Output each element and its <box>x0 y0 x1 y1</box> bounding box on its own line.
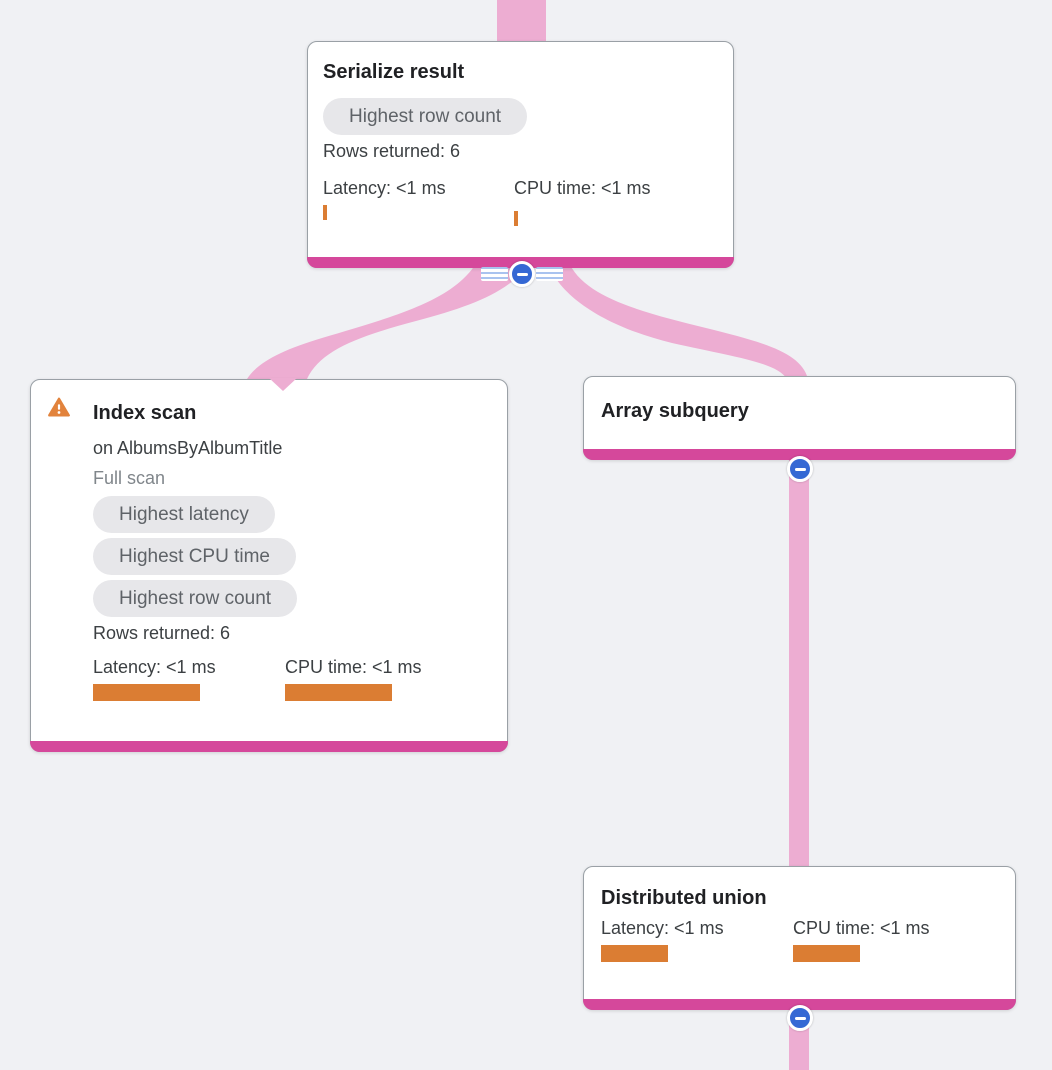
edge-array-subquery-to-distributed-union <box>789 458 809 868</box>
node-accent-bar <box>583 449 1016 460</box>
node-serialize-result[interactable]: Serialize result Highest row count Rows … <box>307 41 734 268</box>
node-array-subquery[interactable]: Array subquery <box>583 376 1016 460</box>
node-title: Index scan <box>93 402 197 424</box>
latency-label: Latency: <1 ms <box>323 178 446 198</box>
node-distributed-union[interactable]: Distributed union Latency: <1 ms CPU tim… <box>583 866 1016 1010</box>
edge-stripes-icon <box>536 267 563 281</box>
node-title: Array subquery <box>601 400 749 422</box>
cpu-label: CPU time: <1 ms <box>285 657 422 677</box>
node-index-scan[interactable]: Index scan on AlbumsByAlbumTitle Full sc… <box>30 379 508 752</box>
cpu-bar <box>514 211 518 226</box>
node-accent-bar <box>583 999 1016 1010</box>
minus-circle-icon <box>787 456 813 482</box>
rows-returned-text: Rows returned: 6 <box>323 141 461 161</box>
collapse-button-distributed-union[interactable] <box>787 1005 813 1031</box>
cpu-bar <box>285 684 392 701</box>
latency-metric: Latency: <1 ms <box>601 918 724 962</box>
cpu-label: CPU time: <1 ms <box>514 178 651 198</box>
node-title: Distributed union <box>601 887 767 909</box>
edge-stripes-icon <box>481 267 508 281</box>
collapse-button-array-subquery[interactable] <box>787 456 813 482</box>
latency-label: Latency: <1 ms <box>601 918 724 938</box>
cpu-metric: CPU time: <1 ms <box>514 178 651 226</box>
latency-bar <box>323 205 327 220</box>
collapse-button-serialize-result[interactable] <box>481 261 563 287</box>
latency-metric: Latency: <1 ms <box>323 178 446 220</box>
latency-label: Latency: <1 ms <box>93 657 216 677</box>
badge-highest-cpu-time: Highest CPU time <box>93 538 296 575</box>
cpu-bar <box>793 945 860 962</box>
cpu-metric: CPU time: <1 ms <box>793 918 930 962</box>
latency-bar <box>601 945 668 962</box>
edge-parent-to-serialize-result <box>497 0 546 44</box>
minus-circle-icon <box>509 261 535 287</box>
badge-highest-latency: Highest latency <box>93 496 275 533</box>
warning-icon <box>48 397 70 417</box>
badge-highest-row-count: Highest row count <box>323 98 528 135</box>
latency-metric: Latency: <1 ms <box>93 657 216 701</box>
edge-serialize-result-to-index-scan <box>247 260 532 379</box>
cpu-metric: CPU time: <1 ms <box>285 657 422 701</box>
node-accent-bar <box>30 741 508 752</box>
badge-highest-row-count: Highest row count <box>93 580 298 617</box>
edge-serialize-result-to-array-subquery <box>547 260 808 379</box>
cpu-label: CPU time: <1 ms <box>793 918 930 938</box>
full-scan-note: Full scan <box>93 468 166 488</box>
node-subtitle: on AlbumsByAlbumTitle <box>93 438 283 458</box>
latency-bar <box>93 684 200 701</box>
rows-returned-text: Rows returned: 6 <box>93 623 231 643</box>
node-title: Serialize result <box>323 61 465 83</box>
minus-circle-icon <box>787 1005 813 1031</box>
